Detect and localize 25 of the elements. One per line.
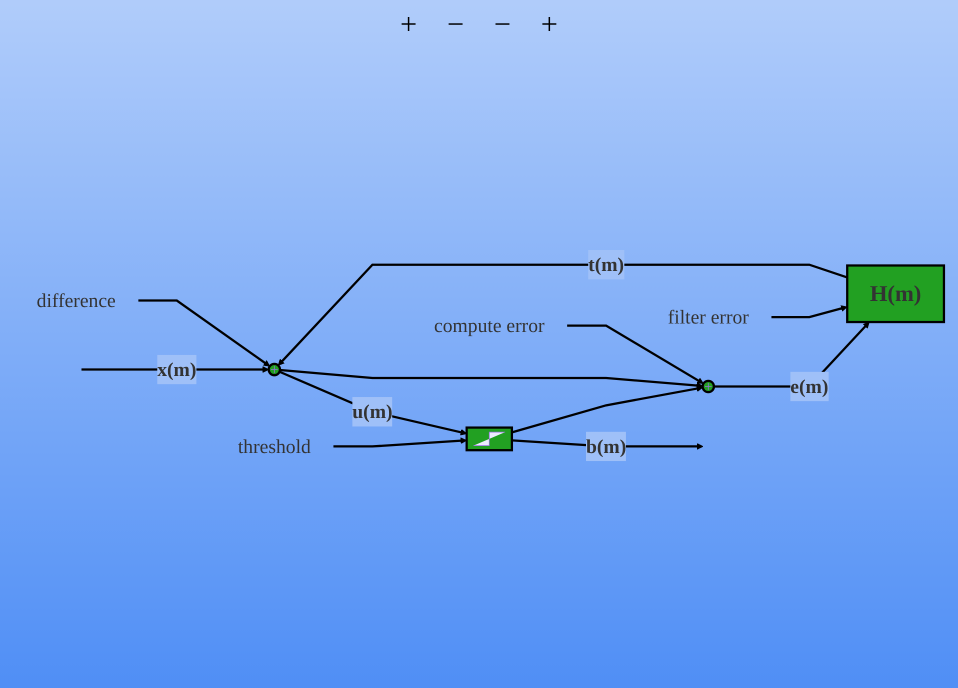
arrow — [280, 368, 703, 389]
edge-label: x(m) — [157, 358, 196, 380]
arrow — [278, 263, 848, 366]
sign-label: + — [540, 8, 558, 42]
node-box: H(m) — [846, 264, 946, 323]
node-text: difference — [36, 289, 116, 312]
node-text: compute error — [434, 314, 545, 336]
edge-label: u(m) — [352, 400, 393, 422]
node-box — [466, 426, 514, 452]
arrow — [567, 324, 704, 384]
arrow — [512, 385, 704, 434]
sign-label: − — [447, 8, 464, 42]
node-circle — [268, 362, 282, 376]
node-circle — [702, 379, 716, 394]
arrow — [138, 299, 270, 366]
node-text: threshold — [238, 435, 311, 458]
sign-label: + — [400, 8, 418, 42]
arrow — [771, 305, 848, 318]
edge-label: b(m) — [586, 435, 626, 458]
edge-label: t(m) — [588, 254, 624, 276]
node-text: filter error — [668, 306, 749, 328]
arrow — [279, 370, 467, 436]
sign-label: − — [494, 8, 511, 42]
arrow — [333, 437, 467, 448]
edge-label: e(m) — [790, 375, 828, 398]
